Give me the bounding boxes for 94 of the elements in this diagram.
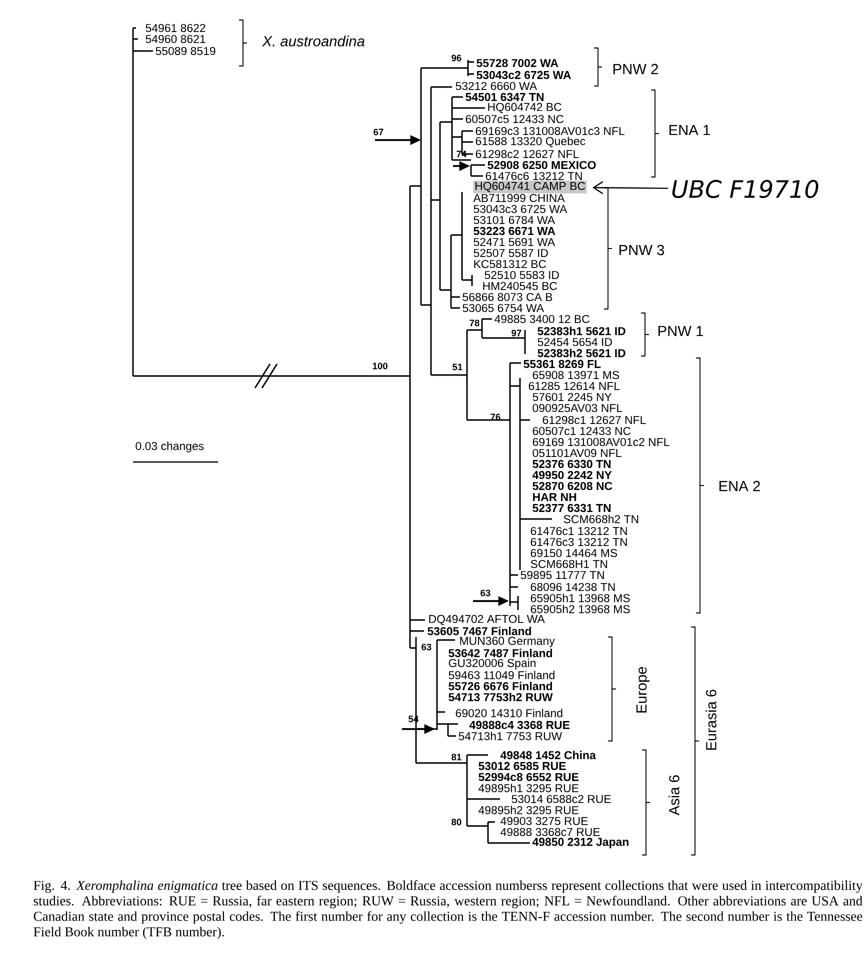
taxon-label: 53605 7467 Finland [428,626,532,636]
taxon-label: 49848 1452 China [500,750,596,760]
taxon-label: 49895h2 3295 RUE [478,806,578,814]
highlighted-taxon-label: HQ604741 CAMP BC [473,180,587,194]
taxon-label: 52994c8 6552 RUE [478,772,578,782]
support-value: 63 [480,590,490,596]
clade-label: PNW 3 [619,244,664,256]
taxon-label: 60507c1 12433 NC [532,426,631,436]
support-value: 78 [470,320,480,326]
taxon-label: HM240545 BC [483,282,558,290]
taxon-label: 54960 8621 [146,34,206,44]
taxon-label: 52908 6250 MEXICO [488,160,596,170]
taxon-label: 54501 6347 TN [466,92,544,102]
taxon-label: 53223 6671 WA [474,226,556,236]
taxon-label: 65905h2 13968 MS [530,604,630,614]
taxon-label: 051101AV09 NFL [532,448,622,458]
taxon-label: KC581312 BC [474,260,546,268]
taxon-label: DQ494702 AFTOL WA [429,614,545,626]
taxon-label: 52454 5654 ID [538,338,612,346]
taxon-label: 59463 11049 Finland [448,670,554,680]
handwritten-note: UBC F19710 [672,180,818,198]
taxon-label: 53012 6585 RUE [478,762,566,770]
taxon-label: 49888c4 3368 RUE [469,720,570,730]
taxon-label: 55726 6676 Finland [448,682,552,690]
clade-label: Asia 6 [668,775,680,816]
taxon-label: 52471 5691 WA [474,238,556,246]
taxon-label: 55361 8269 FL [524,360,601,368]
clade-label: ENA 1 [669,124,710,136]
taxon-label: 49888 3368c7 RUE [500,828,600,836]
taxon-label: 52383h2 5621 ID [538,348,626,358]
arrow [592,181,668,194]
taxon-label: 53043c3 6725 WA [474,204,568,214]
taxon-label: 55089 8519 [156,46,216,56]
taxon-label: 57601 2245 NY [532,392,612,402]
taxon-label: 53065 6754 WA [462,304,544,312]
taxon-label: 0.03 changes [136,442,204,452]
support-value: 67 [374,128,384,136]
taxon-label: SCM668H1 TN [530,560,608,568]
taxon-label: 52507 5587 ID [474,248,548,258]
taxon-label: 61285 12614 NFL [528,382,620,390]
support-value: 63 [422,644,432,650]
support-value: 51 [452,364,462,370]
taxon-label: 55728 7002 WA [476,58,558,68]
support-value: 81 [452,754,462,760]
taxon-label: 52510 5583 ID [484,270,559,280]
taxon-label: 52383h1 5621 ID [538,326,626,336]
taxon-label: 61588 13320 Quebec [476,136,586,148]
taxon-label: 53014 6588c2 RUE [512,794,611,804]
taxon-label: 54713h1 7753 RUW [458,732,562,740]
support-value: 100 [372,362,388,370]
support-value: 96 [452,54,462,62]
taxon-label: GU320006 Spain [448,658,536,670]
clade-label: Eurasia 6 [706,690,716,750]
taxon-label: HQ604742 BC [488,102,562,114]
taxon-label: 53212 6660 WA [456,82,538,90]
taxon-label: 54713 7753h2 RUW [448,692,553,702]
taxon-label: 52870 6208 NC [532,482,612,490]
taxon-label: 49903 3275 RUE [500,816,588,826]
taxon-label: 61298c1 12627 NFL [542,416,646,424]
clade-label: X. austroandina [262,36,364,46]
taxon-label: 49950 2242 NY [532,470,612,480]
taxon-label: 59895 11777 TN [520,570,604,580]
taxon-label: 69169 131008AV01c2 NFL [532,438,670,446]
taxon-label: 090925AV03 NFL [532,404,622,412]
taxon-label: HAR NH [533,493,576,501]
figure-caption: Fig. 4. Xeromphalina enigmatica tree based on ITS sequences. Boldface accession numberss represent collections that were used in intercompatibility studies. Abbreviations: RUE = Russia, far eastern region; RUW = Russia, western region; NFL = Newfoundland. Other abbreviations are USA and Canadian state and province postal codes. The first number for any collection is the TENN-F accession number. The second number is the Tennessee Field Book number (TFB number). [34,880,863,940]
taxon-label: MUN360 Germany [460,636,555,648]
support-value: 80 [452,818,462,826]
taxon-label: 61476c3 13212 TN [530,538,627,546]
taxon-label: 68096 14238 TN [530,582,615,592]
taxon-label: 53101 6784 WA [474,216,556,224]
taxon-label: 60507c5 12433 NC [466,114,564,124]
taxon-label: 65908 13971 MS [532,370,620,380]
taxon-label: 49895h1 3295 RUE [478,784,578,792]
clade-label: PNW 1 [658,326,703,336]
taxon-label: 65905h1 13968 MS [530,594,630,602]
taxon-label: 49885 3400 12 BC [494,314,590,324]
support-value: 97 [512,330,522,336]
taxon-label: 53642 7487 Finland [448,648,552,658]
taxon-label: 69169c3 131008AV01c3 NFL [476,126,624,136]
clade-label: ENA 2 [719,480,760,492]
taxon-label: 61476c1 13212 TN [530,526,627,536]
taxon-label: SCM668h2 TN [564,514,638,524]
taxon-label: 54961 8622 [146,24,206,32]
taxon-label: 61298c2 12627 NFL [476,150,579,158]
clade-label: Europe [636,667,650,712]
taxon-label: 52376 6330 TN [532,460,611,468]
taxon-label: 56866 8073 CA B [462,292,552,302]
clade-label: PNW 2 [613,64,658,74]
taxon-label: 69150 14464 MS [530,548,618,558]
taxon-label: 52377 6331 TN [532,504,611,512]
taxon-label: 49850 2312 Japan [532,838,628,848]
taxon-label: 53043c2 6725 WA [476,70,571,80]
taxon-label: 69020 14310 Finland [456,708,562,718]
